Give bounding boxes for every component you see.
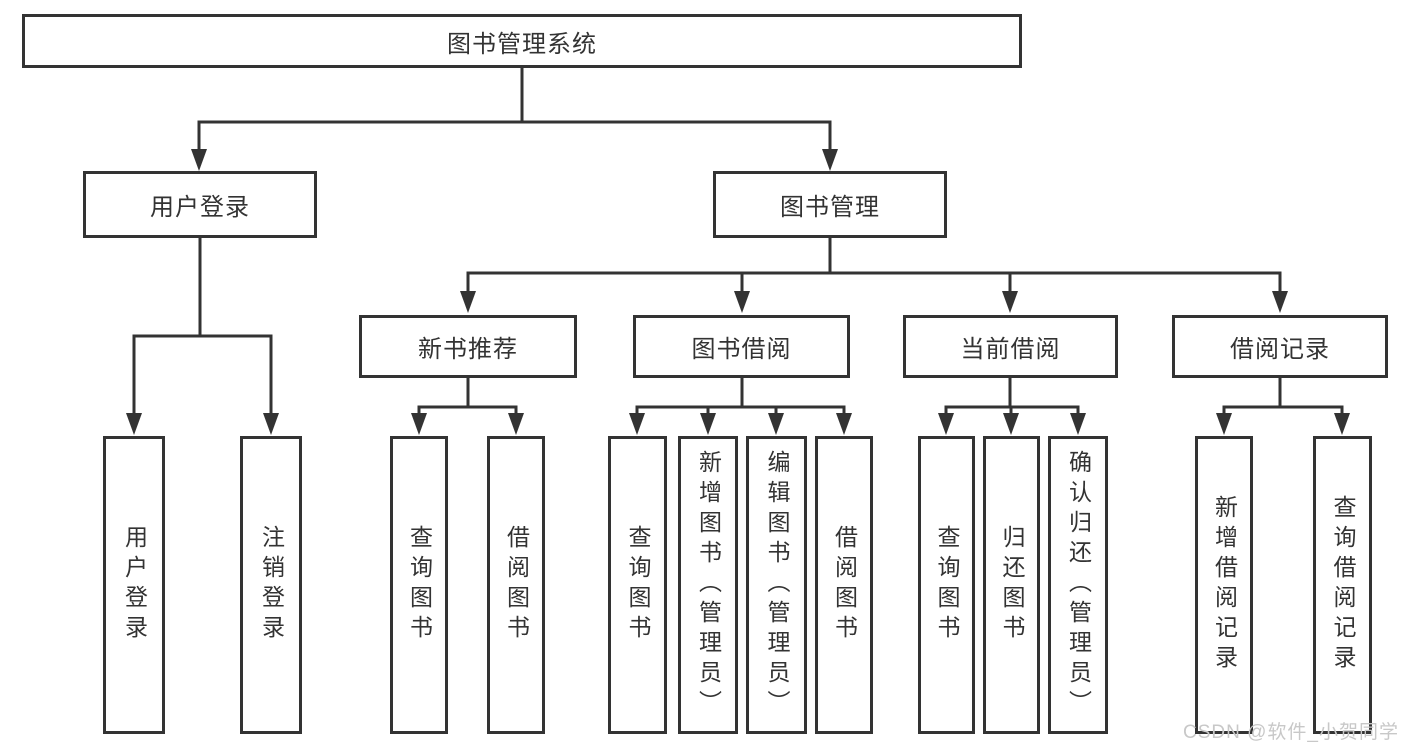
leaf-add-borrow-record-label: 新增借阅记录 — [1211, 495, 1238, 675]
csdn-watermark: CSDN @软件_小贺同学 — [1183, 722, 1399, 743]
leaf-borrow-books-label: 借阅图书 — [831, 525, 858, 645]
leaf-return-books-label: 归还图书 — [999, 525, 1025, 645]
node-book-borrow: 图书借阅 — [633, 315, 850, 378]
arrow-to-current-borrow — [1002, 291, 1018, 313]
node-book-management-label: 图书管理 — [780, 194, 880, 221]
arrow-recommend-leaf-2 — [508, 413, 524, 435]
leaf-user-login: 用户登录 — [103, 436, 165, 734]
node-user-login-label: 用户登录 — [150, 194, 250, 221]
arrow-to-leaf-user-login — [126, 413, 142, 435]
leaf-recommend-borrow-books: 借阅图书 — [487, 436, 545, 734]
leaf-confirm-return-admin: 确认归还（管理员） — [1048, 436, 1108, 734]
leaf-borrow-query-books: 查询图书 — [608, 436, 667, 734]
leaf-current-query-books: 查询图书 — [918, 436, 975, 734]
arrow-recommend-leaf-1 — [411, 413, 427, 435]
arrow-current-leaf-1 — [938, 413, 954, 435]
leaf-user-login-label: 用户登录 — [121, 525, 148, 645]
arrow-to-leaf-logout-login — [263, 413, 279, 435]
node-borrow-records-label: 借阅记录 — [1230, 336, 1330, 363]
arrow-to-book-borrow — [734, 291, 750, 313]
arrow-to-borrow-records — [1272, 291, 1288, 313]
arrow-borrow-leaf-2 — [700, 413, 716, 435]
leaf-borrow-query-books-label: 查询图书 — [625, 525, 651, 645]
arrow-borrow-leaf-4 — [836, 413, 852, 435]
leaf-confirm-return-admin-label: 确认归还（管理员） — [1065, 450, 1092, 720]
leaf-add-books-admin: 新增图书（管理员） — [678, 436, 738, 734]
node-new-book-recommend: 新书推荐 — [359, 315, 577, 378]
leaf-logout-login-label: 注销登录 — [258, 525, 285, 645]
node-root-label: 图书管理系统 — [447, 30, 597, 58]
leaf-borrow-books: 借阅图书 — [815, 436, 873, 734]
leaf-recommend-query-books: 查询图书 — [390, 436, 448, 734]
leaf-return-books: 归还图书 — [983, 436, 1040, 734]
node-borrow-records: 借阅记录 — [1172, 315, 1388, 378]
node-root: 图书管理系统 — [22, 14, 1022, 68]
node-new-book-recommend-label: 新书推荐 — [418, 336, 518, 363]
arrow-records-leaf-1 — [1216, 413, 1232, 435]
arrow-current-leaf-2 — [1003, 413, 1019, 435]
arrow-borrow-leaf-1 — [629, 413, 645, 435]
leaf-edit-books-admin: 编辑图书（管理员） — [746, 436, 807, 734]
arrow-to-new-book-recommend — [460, 291, 476, 313]
leaf-logout-login: 注销登录 — [240, 436, 302, 734]
arrow-to-user-login — [191, 149, 207, 171]
node-book-borrow-label: 图书借阅 — [691, 336, 792, 363]
arrow-current-leaf-3 — [1070, 413, 1086, 435]
arrow-to-book-management — [822, 149, 838, 171]
leaf-query-borrow-record: 查询借阅记录 — [1313, 436, 1372, 734]
node-book-management: 图书管理 — [713, 171, 947, 238]
leaf-query-borrow-record-label: 查询借阅记录 — [1330, 495, 1356, 675]
leaf-edit-books-admin-label: 编辑图书（管理员） — [764, 450, 790, 720]
leaf-recommend-borrow-books-label: 借阅图书 — [503, 525, 530, 645]
leaf-add-books-admin-label: 新增图书（管理员） — [695, 450, 722, 720]
node-current-borrow: 当前借阅 — [903, 315, 1118, 378]
node-current-borrow-label: 当前借阅 — [960, 336, 1061, 363]
leaf-recommend-query-books-label: 查询图书 — [406, 525, 433, 645]
arrow-borrow-leaf-3 — [768, 413, 784, 435]
leaf-current-query-books-label: 查询图书 — [934, 525, 960, 645]
leaf-add-borrow-record: 新增借阅记录 — [1195, 436, 1253, 734]
arrow-records-leaf-2 — [1334, 413, 1350, 435]
node-user-login: 用户登录 — [83, 171, 317, 238]
